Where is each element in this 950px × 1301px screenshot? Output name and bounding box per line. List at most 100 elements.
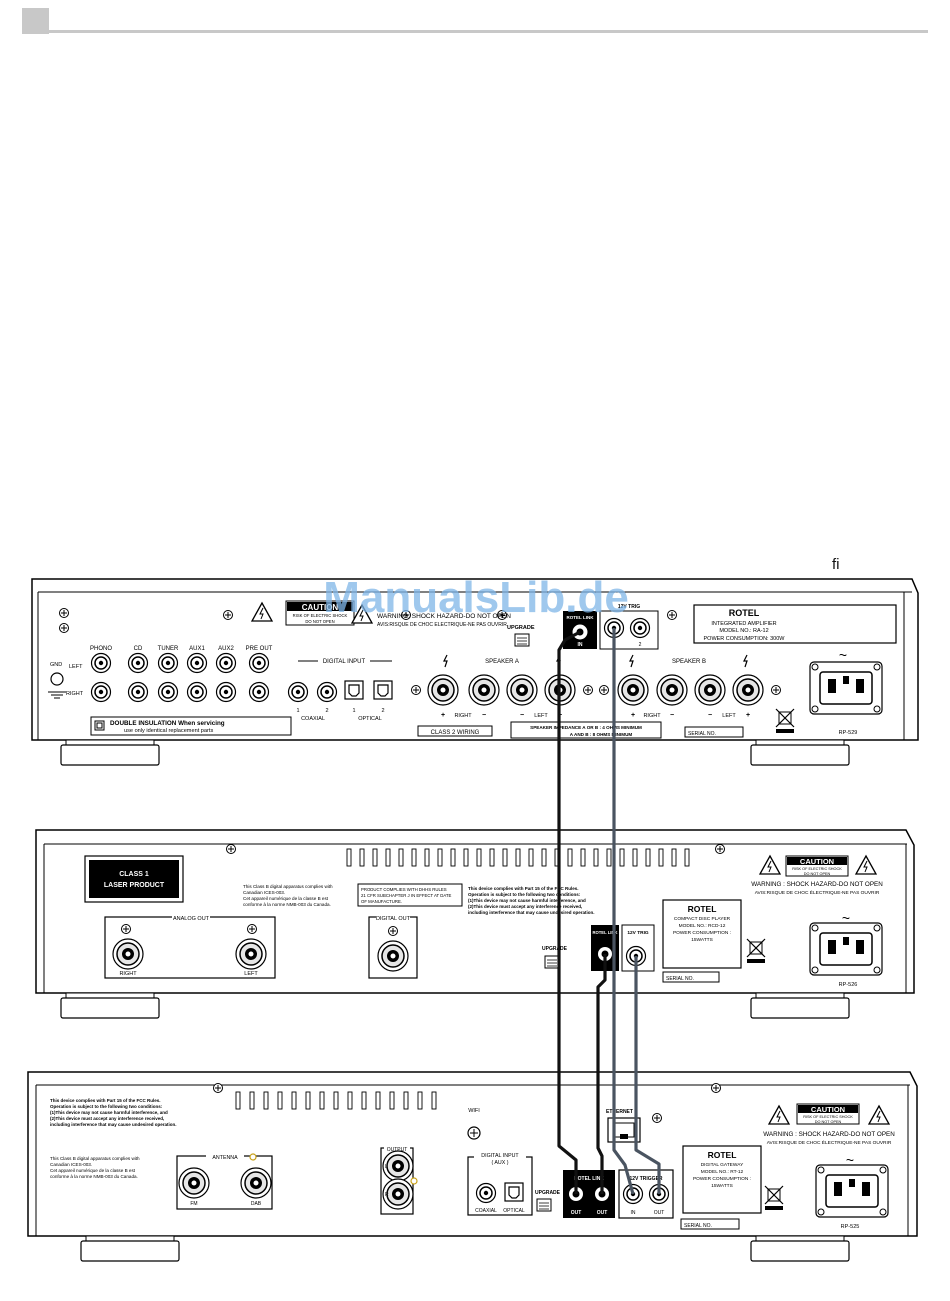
amp-b-right-minus: −	[670, 712, 674, 719]
gw-avis: AVIS:RISQUE DE CHOC ÉLECTRIQUE-NE PAS OU…	[767, 1139, 892, 1146]
amp-right-label: RIGHT	[66, 691, 84, 697]
amp-caution-sub-2: DO NOT OPEN	[305, 619, 334, 624]
amp-a-left: LEFT	[534, 713, 548, 719]
amp-input-cd: CD	[134, 646, 143, 652]
amp-optical: OPTICAL	[358, 716, 382, 722]
amp-left-label: LEFT	[69, 664, 83, 670]
svg-text:~: ~	[842, 910, 850, 926]
gateway-unit: This device complies with Part 15 of the…	[27, 1071, 918, 1262]
cd-canada-2: Canadian ICES-003.	[243, 890, 285, 895]
gw-fcc-5: including interference that may cause un…	[50, 1122, 177, 1127]
cd-vents	[346, 848, 690, 867]
amp-coax-1: 1	[296, 708, 299, 714]
amp-gnd: GND	[50, 662, 62, 668]
amp-label-3: POWER CONSUMPTION: 300W	[704, 636, 786, 642]
amp-upgrade: UPGRADE	[507, 625, 535, 631]
gw-model-code: RP-525	[841, 1224, 860, 1230]
cd-serial: SERIAL NO.	[666, 976, 694, 982]
amp-speaker-b: SPEAKER B	[672, 659, 706, 665]
cd-canada-3: Cet appareil numérique de la classe B es…	[243, 896, 329, 901]
gw-upgrade: UPGRADE	[535, 1190, 561, 1196]
gw-optical: OPTICAL	[503, 1208, 525, 1214]
amp-speaker-a: SPEAKER A	[485, 659, 519, 665]
trigger-cables	[612, 628, 661, 1195]
amp-b-left-minus: −	[708, 712, 712, 719]
gw-antenna: ANTENNA	[212, 1155, 238, 1161]
rotel-link-cable-amp	[557, 630, 581, 1194]
cd-fcc-3: (1)This device may not cause harmful int…	[468, 898, 586, 903]
gw-canada-1: This Class B digital apparatus complies …	[50, 1156, 140, 1161]
header-square	[22, 8, 49, 34]
gw-wifi: WIFI	[468, 1108, 480, 1114]
amp-input-aux1: AUX1	[189, 646, 205, 652]
cd-analog-right: RIGHT	[119, 971, 137, 977]
amp-input-tuner: TUNER	[158, 646, 179, 652]
gw-label-2: MODEL NO.: RT-12	[701, 1169, 744, 1175]
gw-serial: SERIAL NO.	[684, 1223, 712, 1229]
gw-link-out-1: OUT	[571, 1210, 582, 1216]
amplifier-unit: CAUTION RISK OF ELECTRIC SHOCK DO NOT OP…	[31, 578, 919, 766]
gw-ethernet: ETHERNET	[606, 1109, 633, 1115]
gw-label-1: DIGITAL GATEWAY	[701, 1162, 744, 1168]
amp-caution: CAUTION	[302, 603, 339, 612]
amp-a-right-plus: +	[441, 712, 445, 719]
amp-input-aux2: AUX2	[218, 646, 234, 652]
gw-fcc-1: This device complies with Part 15 of the…	[50, 1098, 161, 1103]
amp-avis: AVIS:RISQUE DE CHOC ELECTRIQUE-NE PAS OU…	[377, 622, 507, 628]
amp-impedance-1: SPEAKER IMPEDANCE A OR B : 4 OHMS MINIMU…	[530, 725, 642, 730]
amp-trig-2: 2	[639, 642, 642, 648]
cd-brand: ROTEL	[688, 904, 717, 914]
cd-label-3: POWER CONSUMPTION :	[673, 930, 731, 936]
gnd-terminal	[50, 672, 64, 686]
amp-coax-2: 2	[325, 708, 328, 714]
gw-coaxial: COAXIAL	[475, 1208, 497, 1214]
cd-fcc-5: including interference that may cause un…	[468, 910, 595, 915]
gw-digital-input: DIGITAL INPUT	[481, 1153, 519, 1159]
gw-link-out-2: OUT	[597, 1210, 608, 1216]
cd-caution: CAUTION	[800, 857, 834, 866]
amp-caution-sub-1: RISK OF ELECTRIC SHOCK	[293, 613, 348, 618]
rotel-link-cable-cd	[596, 954, 607, 1194]
gw-canada-2: Canadian ICES-003.	[50, 1162, 92, 1167]
cd-dhhs-2: 21 CFR SUBCHAPTER J IN EFFECT AT DATE	[361, 893, 452, 898]
gw-label-3: POWER CONSUMPTION :	[693, 1176, 751, 1182]
amp-b-right-plus: +	[631, 712, 635, 719]
amp-link-in: IN	[578, 642, 583, 648]
amp-serial: SERIAL NO.	[688, 731, 716, 737]
gw-fcc-4: (2)This device must accept any interfere…	[50, 1116, 164, 1121]
gw-rotel-link: ROTEL LINK	[574, 1176, 604, 1182]
trigger-cable-amp	[612, 628, 635, 1195]
cd-model-code: RP-526	[839, 982, 858, 988]
amp-pre-out: PRE OUT	[246, 646, 273, 652]
cd-warning: WARNING : SHOCK HAZARD-DO NOT OPEN	[751, 881, 883, 888]
amp-brand: ROTEL	[729, 608, 760, 618]
cd-caution-sub-1: RISK OF ELECTRIC SHOCK	[792, 867, 842, 871]
cd-trigger: 12V TRIG	[627, 930, 649, 936]
gw-fm: FM	[190, 1201, 197, 1207]
cd-label-1: COMPACT DISC PLAYER	[674, 916, 731, 922]
gw-trig-out: OUT	[654, 1210, 665, 1216]
cd-fcc-1: This device complies with Part 15 of the…	[468, 886, 579, 891]
cd-canada-4: conforme à la norme NMB-003 du Canada.	[243, 902, 331, 907]
amp-impedance-2: A AND B : 8 OHMS MINIMUM	[570, 732, 633, 737]
amp-a-right: RIGHT	[454, 713, 472, 719]
gw-dab: DAB	[251, 1201, 262, 1207]
amp-label-2: MODEL NO.: RA-12	[719, 628, 768, 634]
gw-caution-sub-2: DO NOT OPEN	[815, 1120, 842, 1124]
gw-canada-3: Cet appareil numérique de la classe B es…	[50, 1168, 136, 1173]
amp-trigger: 12V TRIG	[618, 604, 640, 610]
rotel-link-cables	[557, 630, 607, 1194]
amp-model-code: RP-529	[839, 730, 858, 736]
cd-upgrade: UPGRADE	[542, 946, 568, 952]
cd-dhhs-1: PRODUCT COMPLIES WITH DHHS RULES	[361, 887, 447, 892]
gw-label-4: 15WATTS	[711, 1183, 733, 1189]
cd-fcc-2: Operation is subject to the following tw…	[468, 892, 581, 897]
cd-caution-sub-2: DO NOT OPEN	[804, 872, 831, 876]
cd-laser-2: LASER PRODUCT	[104, 882, 165, 889]
amp-double-insulation-2: use only identical replacement parts	[124, 728, 213, 734]
header-rule	[49, 30, 928, 33]
gw-output: OUTPUT	[387, 1147, 408, 1153]
amp-b-left-plus: +	[746, 712, 750, 719]
gw-fcc-3: (1)This device may not cause harmful int…	[50, 1110, 168, 1115]
amp-class2: CLASS 2 WIRING	[431, 730, 480, 736]
